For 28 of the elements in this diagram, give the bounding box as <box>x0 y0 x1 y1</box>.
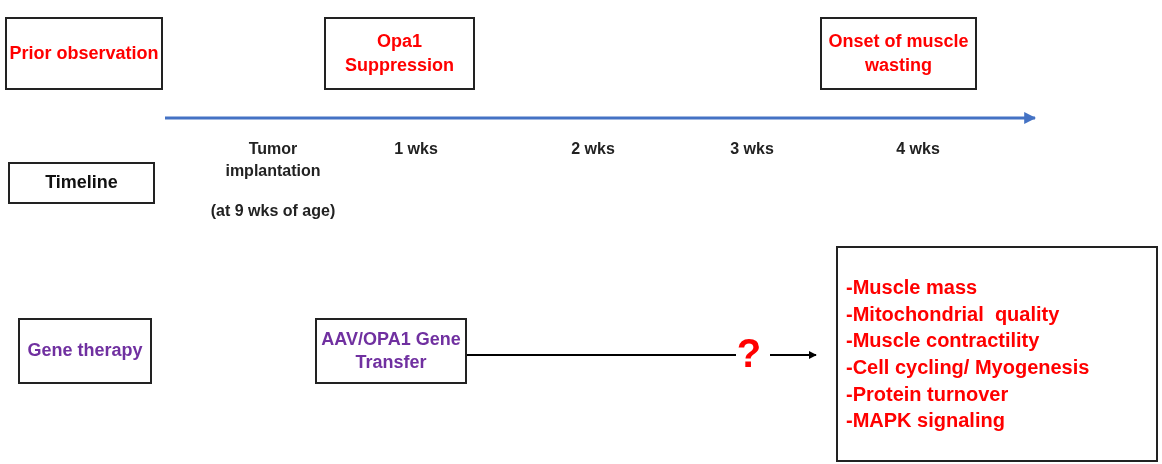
outcome-text: -Protein turnover <box>846 381 1009 407</box>
node-text: Timeline <box>45 171 118 195</box>
connector-line <box>466 354 737 356</box>
timeline-label: (at 9 wks of age) <box>209 201 337 221</box>
outcome-text: -Cell cycling/ Myogenesis <box>846 355 1090 380</box>
outcome-text: -Muscle mass <box>846 275 978 301</box>
node-text: AAV/OPA1 Gene Transfer <box>320 327 462 374</box>
outcome-text: -MAPK signaling <box>846 408 1005 434</box>
timeline-label: 2 wks <box>570 139 616 159</box>
node-text: Prior observation <box>9 41 159 65</box>
timeline-label: 1 wks <box>393 139 439 159</box>
node-text: Opa1 Suppression <box>344 30 455 77</box>
timeline-label: 4 wks <box>895 139 941 159</box>
outcome-text: -Muscle contractility <box>846 328 1040 354</box>
question-mark: ? <box>736 330 762 377</box>
node-text: Onset of muscle wasting <box>827 30 970 77</box>
observation-box <box>5 17 163 90</box>
event-box <box>324 17 475 90</box>
timeline-label: Tumor implantation <box>224 139 322 182</box>
event-box <box>820 17 977 90</box>
treatment-box <box>315 318 467 384</box>
row-label-box <box>18 318 152 384</box>
outcomes-box <box>836 246 1158 462</box>
row-label-box <box>8 162 155 204</box>
timeline-label: 3 wks <box>729 139 775 159</box>
node-text: Gene therapy <box>27 339 143 363</box>
arrow <box>769 351 817 359</box>
outcome-text: -Mitochondrial quality <box>846 301 1060 327</box>
